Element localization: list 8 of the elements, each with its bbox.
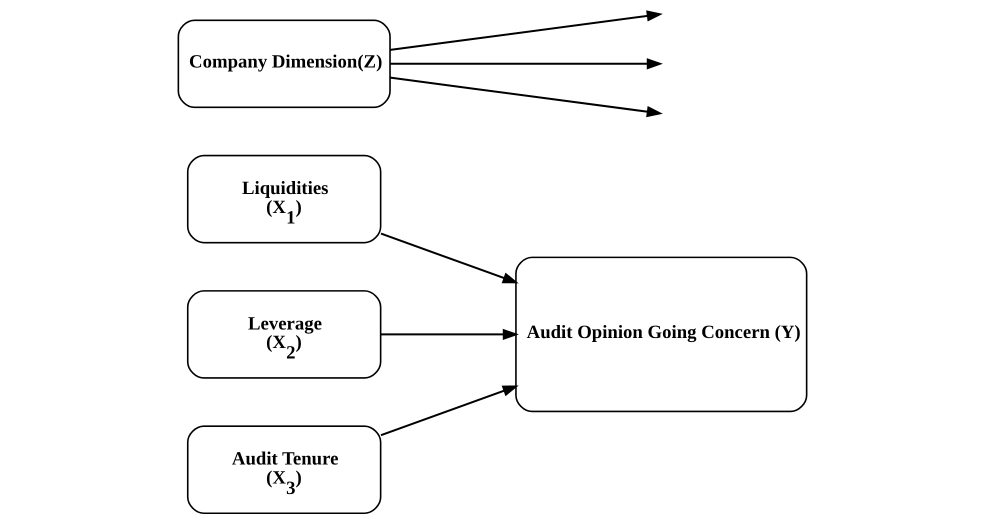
arrow [390,58,663,70]
arrow [390,10,663,51]
arrow [390,76,663,118]
arrow [380,232,519,284]
node-box: Audit Opinion Going Concern (Y) [515,256,808,412]
arrow [380,385,519,436]
node-box: Company Dimension(Z) [178,19,391,108]
arrow [380,328,519,340]
